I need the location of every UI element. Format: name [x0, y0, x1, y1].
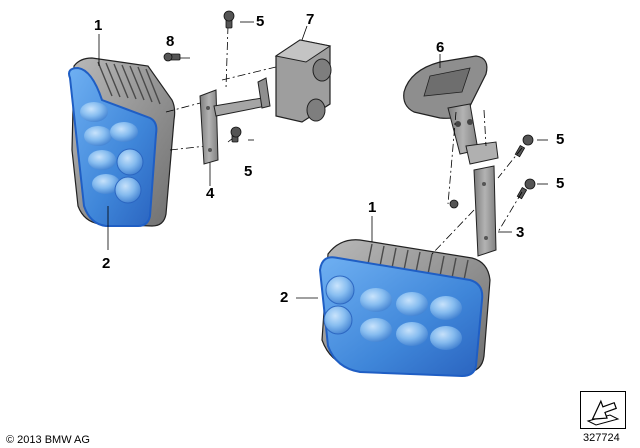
left-housing-fins: [97, 61, 161, 105]
folder-arrow-icon[interactable]: [580, 391, 626, 429]
callout-8: 8: [166, 33, 175, 50]
callout-1-right: 1: [368, 199, 377, 216]
screw-lower-right: [449, 199, 459, 209]
callout-5-mid: 5: [244, 163, 253, 180]
left-lamp-leds: [80, 102, 144, 204]
right-assembly-lines: [431, 109, 523, 255]
left-mount-arm: [213, 97, 267, 117]
callout-7: 7: [306, 11, 315, 28]
right-mount-base: [403, 55, 488, 155]
copyright-text: © 2013 BMW AG: [6, 434, 90, 446]
left-lamp-assembly: [68, 57, 176, 227]
left-screws: [163, 10, 242, 143]
screw-8: [163, 52, 181, 62]
left-adapter-block: [274, 39, 332, 123]
callout-5-top: 5: [256, 13, 265, 30]
screw-5-mid: [230, 126, 242, 143]
right-leader-lines: [296, 54, 548, 299]
callout-5-right-b: 5: [556, 175, 565, 192]
callout-3: 3: [516, 224, 525, 241]
right-lamp-leds: [323, 275, 462, 350]
left-mount-stem: [257, 77, 271, 109]
right-mount-bracket: [473, 165, 497, 257]
callout-5-right-a: 5: [556, 131, 565, 148]
right-mount-plate: [465, 141, 499, 165]
screw-5-top: [223, 10, 235, 29]
callout-2-left: 2: [102, 255, 111, 272]
callout-4: 4: [206, 185, 215, 202]
diagram-number: 327724: [583, 432, 620, 444]
callout-2-right: 2: [280, 289, 289, 306]
right-lamp-assembly: [318, 239, 491, 378]
callout-1-left: 1: [94, 17, 103, 34]
left-mount-bracket: [199, 89, 219, 165]
callout-6: 6: [436, 39, 445, 56]
